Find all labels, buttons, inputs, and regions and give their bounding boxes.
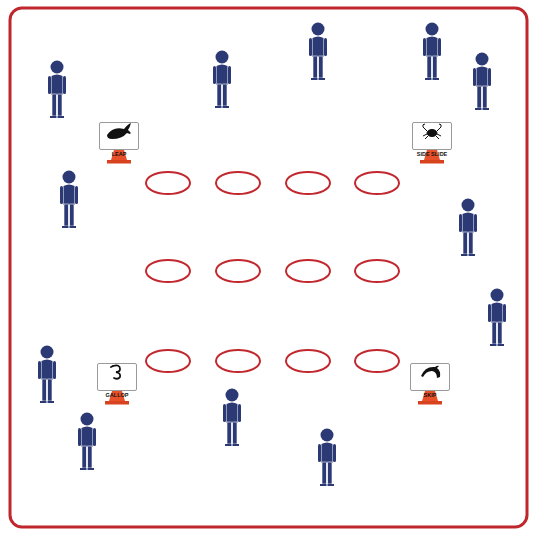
hoop	[216, 350, 260, 372]
station-sign: SKIP	[410, 363, 450, 391]
card-ground	[412, 122, 452, 150]
station-label: LEAP	[112, 151, 127, 158]
station-label: SIDE SLIDE	[417, 151, 448, 158]
card-grounds	[97, 122, 452, 391]
station-sign: LEAP	[99, 122, 139, 150]
hoop	[355, 260, 399, 282]
child-figure	[423, 23, 441, 81]
children	[38, 23, 506, 487]
child-figure	[459, 199, 477, 257]
card-ground	[410, 363, 450, 391]
whale-icon	[107, 123, 131, 139]
card-ground	[97, 363, 137, 391]
cones	[105, 150, 444, 405]
child-figure	[38, 346, 56, 404]
child-figure	[78, 413, 96, 471]
station-sign: SIDE SLIDE	[412, 122, 452, 150]
hoop	[146, 260, 190, 282]
station-sign: GALLOP	[97, 363, 137, 391]
hoop	[286, 350, 330, 372]
hoop	[286, 260, 330, 282]
child-figure	[213, 51, 231, 109]
hoops	[146, 172, 399, 372]
station-label: SKIP	[424, 392, 437, 399]
cone	[107, 150, 131, 164]
child-figure	[60, 171, 78, 229]
card-ground	[99, 122, 139, 150]
cone	[105, 391, 129, 405]
cone	[418, 391, 442, 405]
child-figure	[48, 61, 66, 119]
area-border	[10, 8, 527, 527]
crab-icon	[423, 124, 442, 139]
hoop	[216, 172, 260, 194]
hoop	[355, 350, 399, 372]
hoop	[146, 172, 190, 194]
child-figure	[309, 23, 327, 81]
seahorse-icon	[111, 365, 120, 378]
child-figure	[318, 429, 336, 487]
dolphin-icon	[421, 366, 440, 378]
child-figure	[223, 389, 241, 447]
hoop	[216, 260, 260, 282]
hoop	[355, 172, 399, 194]
hoop	[286, 172, 330, 194]
child-figure	[488, 289, 506, 347]
child-figure	[473, 53, 491, 111]
station-label: GALLOP	[106, 392, 129, 399]
hoop	[146, 350, 190, 372]
